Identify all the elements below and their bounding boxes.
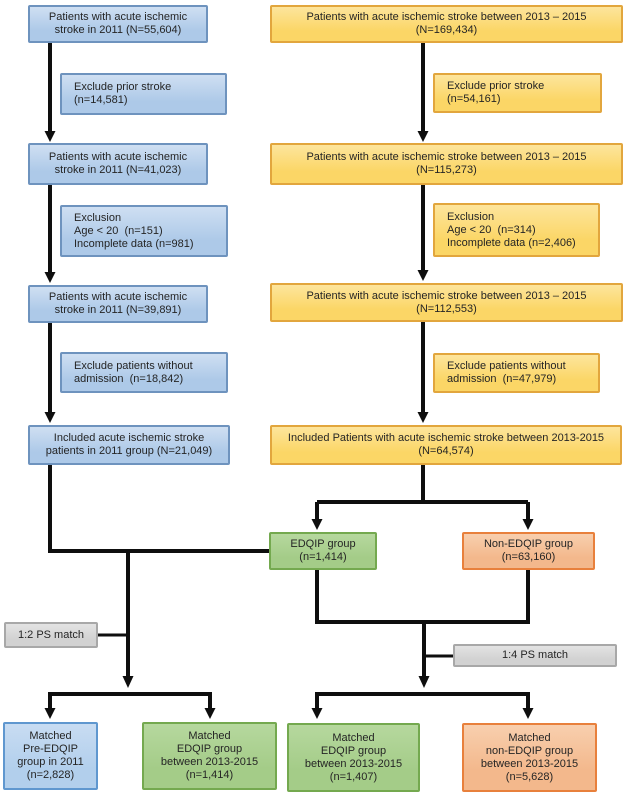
- text-line: Pre-EDQIP: [22, 743, 78, 755]
- text-line: (n=2,828): [26, 769, 75, 781]
- text-line: EDQIP group: [290, 538, 356, 550]
- text-line: Matched: [508, 731, 551, 744]
- box-2013-2015-cohort-initial: Patients with acute ischemic stroke betw…: [270, 5, 623, 43]
- box-matched-pre-edqip-2011: Matched Pre-EDQIP group in 2011 (n=2,828…: [3, 722, 98, 790]
- text-line: stroke in 2011 (N=55,604): [54, 24, 182, 36]
- text-line: (n=63,160): [501, 551, 556, 563]
- text-line: Included Patients with acute ischemic st…: [287, 432, 605, 444]
- text-line: (N=115,273): [416, 164, 477, 176]
- text-line: EDQIP group: [176, 743, 243, 755]
- text-line: non-EDQIP group: [485, 744, 574, 757]
- box-2011-exclusion-age-incomplete: Exclusion Age < 20 (n=151) Incomplete da…: [60, 205, 228, 257]
- text-line: between 2013-2015: [480, 757, 579, 770]
- text-line: Age < 20 (n=151): [74, 224, 163, 237]
- text-line: Exclude prior stroke: [74, 81, 172, 93]
- box-2013-2015-cohort-after-prior-stroke: Patients with acute ischemic stroke betw…: [270, 143, 623, 185]
- box-2013-2015-cohort-after-exclusion: Patients with acute ischemic stroke betw…: [270, 283, 623, 322]
- text-line: EDQIP group: [320, 744, 387, 757]
- label-1-4-ps-match: 1:4 PS match: [453, 644, 617, 667]
- text-line: Exclusion: [447, 210, 495, 223]
- text-line: Non-EDQIP group: [483, 538, 574, 550]
- box-matched-edqip-1-4: Matched EDQIP group between 2013-2015 (n…: [287, 723, 420, 792]
- box-2011-exclude-prior-stroke: Exclude prior stroke (n=14,581): [60, 73, 227, 115]
- box-matched-non-edqip: Matched non-EDQIP group between 2013-201…: [462, 723, 597, 792]
- text-line: 1:4 PS match: [501, 649, 569, 661]
- text-line: Exclude prior stroke: [447, 80, 545, 92]
- text-line: (N=64,574): [418, 445, 474, 457]
- text-line: Patients with acute ischemic: [48, 151, 188, 163]
- text-line: Included acute ischemic stroke: [53, 432, 205, 444]
- text-line: Age < 20 (n=314): [447, 223, 536, 236]
- text-line: stroke in 2011 (N=41,023): [54, 164, 182, 176]
- text-line: Matched: [29, 730, 72, 742]
- box-2011-included-group: Included acute ischemic stroke patients …: [28, 425, 230, 465]
- text-line: between 2013-2015: [160, 756, 259, 768]
- box-2013-2015-included-group: Included Patients with acute ischemic st…: [270, 425, 622, 465]
- box-edqip-group: EDQIP group (n=1,414): [269, 532, 377, 570]
- box-2011-cohort-initial: Patients with acute ischemic stroke in 2…: [28, 5, 208, 43]
- text-line: Exclusion: [74, 211, 122, 224]
- box-2011-exclude-without-admission: Exclude patients without admission (n=18…: [60, 352, 228, 393]
- text-line: (n=1,414): [299, 551, 347, 563]
- box-2013-2015-exclude-without-admission: Exclude patients without admission (n=47…: [433, 353, 600, 393]
- text-line: (n=54,161): [447, 93, 501, 105]
- text-line: (n=5,628): [505, 770, 554, 783]
- text-line: Matched: [332, 731, 375, 744]
- text-line: (N=112,553): [416, 302, 477, 315]
- box-non-edqip-group: Non-EDQIP group (n=63,160): [462, 532, 595, 570]
- text-line: Patients with acute ischemic stroke betw…: [306, 11, 587, 23]
- text-line: Patients with acute ischemic stroke betw…: [306, 289, 587, 302]
- box-2013-2015-exclusion-age-incomplete: Exclusion Age < 20 (n=314) Incomplete da…: [433, 203, 600, 257]
- box-2011-cohort-after-exclusion: Patients with acute ischemic stroke in 2…: [28, 285, 208, 323]
- text-line: (n=1,414): [185, 769, 234, 781]
- text-line: between 2013-2015: [304, 757, 403, 770]
- text-line: Patients with acute ischemic: [48, 11, 188, 23]
- text-line: admission (n=47,979): [447, 373, 557, 385]
- text-line: Patients with acute ischemic: [48, 291, 188, 303]
- text-line: stroke in 2011 (N=39,891): [54, 304, 182, 316]
- text-line: admission (n=18,842): [74, 372, 184, 385]
- box-matched-edqip-1-2: Matched EDQIP group between 2013-2015 (n…: [142, 722, 277, 790]
- text-line: Incomplete data (n=981): [74, 237, 194, 250]
- box-2011-cohort-after-prior-stroke: Patients with acute ischemic stroke in 2…: [28, 143, 208, 185]
- text-line: Exclude patients without: [447, 360, 566, 372]
- text-line: (n=1,407): [329, 770, 378, 783]
- text-line: group in 2011: [17, 756, 84, 768]
- text-line: patients in 2011 group (N=21,049): [45, 445, 213, 457]
- text-line: Patients with acute ischemic stroke betw…: [306, 151, 587, 163]
- text-line: Matched: [188, 730, 231, 742]
- text-line: Incomplete data (n=2,406): [447, 236, 576, 249]
- box-2013-2015-exclude-prior-stroke: Exclude prior stroke (n=54,161): [433, 73, 602, 113]
- text-line: (N=169,434): [415, 24, 478, 36]
- text-line: Exclude patients without: [74, 359, 193, 372]
- label-1-2-ps-match: 1:2 PS match: [4, 622, 98, 648]
- text-line: 1:2 PS match: [17, 628, 85, 641]
- text-line: (n=14,581): [74, 94, 128, 106]
